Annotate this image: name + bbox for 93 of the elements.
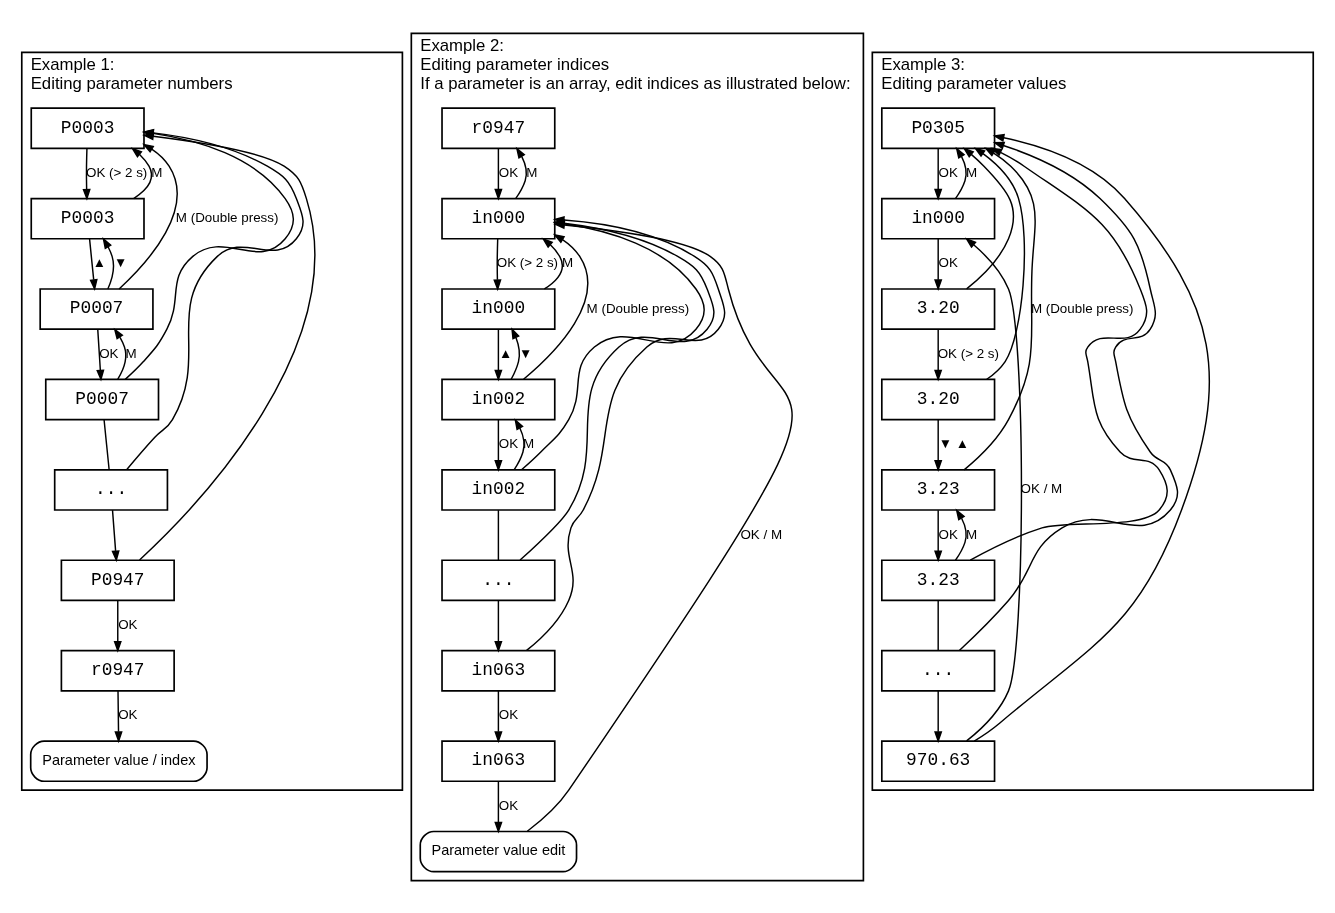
node-box: P0947 (60, 558, 175, 601)
arrow (541, 237, 564, 290)
edge-label: OK (498, 797, 519, 813)
node-box: ... (880, 649, 996, 692)
arrow (934, 418, 943, 472)
edge-label: OK (938, 254, 958, 270)
node-box: in063 (441, 739, 556, 782)
connector (937, 599, 939, 651)
connector (103, 418, 110, 470)
arrow (934, 147, 943, 201)
arrow (494, 328, 503, 381)
edge-label: OK (498, 164, 519, 180)
node-box: 970.63 (880, 739, 996, 782)
edge-label: M (Double press) (175, 209, 279, 225)
node-box: r0947 (60, 649, 175, 692)
arrow (113, 327, 127, 380)
edge-label: OK / M (740, 526, 783, 542)
arrow (963, 146, 1036, 471)
node-box: P0305 (880, 106, 996, 149)
arrow (958, 141, 1179, 651)
arrow (493, 237, 502, 291)
arrow (114, 689, 123, 743)
edge-label: ▼ (519, 345, 533, 361)
node-box: Parameter value / index (29, 739, 208, 782)
edge-label: M (Double press) (586, 300, 690, 316)
edge-label: ▲ (499, 345, 513, 361)
arrow (514, 146, 528, 199)
node-box: in000 (880, 197, 996, 240)
arrow (494, 780, 503, 834)
arrow (934, 689, 943, 743)
arrow (934, 508, 943, 562)
arrow (138, 131, 315, 561)
arrow (510, 326, 521, 380)
node-box: r0947 (441, 106, 556, 149)
edge-label: M (Double press) (1030, 300, 1134, 316)
arrow (96, 328, 105, 381)
node-box: 3.20 (880, 378, 996, 420)
node-box: P0007 (39, 287, 154, 330)
arrow (494, 689, 503, 743)
arrow (113, 599, 122, 653)
arrow (962, 146, 1015, 290)
arrow (111, 508, 120, 562)
edge-label: OK (118, 616, 138, 632)
arrow (494, 599, 503, 653)
arrow (494, 147, 503, 201)
node-box: ... (53, 468, 169, 511)
arrow (934, 328, 943, 381)
edge-label: OK (> 2 s) (85, 164, 148, 180)
edge-label: OK (938, 164, 958, 180)
edge-label: M (151, 164, 163, 180)
arrow (88, 237, 98, 291)
node-box: 3.20 (880, 287, 996, 330)
node-box: 3.23 (880, 558, 996, 601)
arrow (973, 133, 1210, 742)
node-box: in000 (441, 287, 556, 330)
node-box: P0003 (30, 106, 145, 149)
node-box: in002 (441, 468, 556, 511)
edge-label: ▼ ▲ (938, 435, 969, 451)
edge-label: OK (99, 345, 119, 361)
edge-label: M (562, 254, 574, 270)
edge-label: OK (498, 435, 519, 451)
edge-label: OK (938, 526, 958, 542)
node-box: ... (441, 558, 556, 601)
edge-label: OK (498, 706, 519, 722)
arrow (522, 233, 589, 380)
edge-label: M (125, 345, 137, 361)
arrow (973, 146, 1026, 380)
edge-label: M (966, 164, 978, 180)
arrow (118, 142, 178, 290)
arrow (964, 237, 1023, 742)
arrow (969, 147, 1168, 561)
node-box: in000 (441, 197, 556, 240)
edge-label: M (522, 435, 535, 451)
arrow (102, 236, 115, 290)
node-box: P0003 (30, 197, 145, 240)
edge-label: ▲ (92, 254, 106, 270)
arrow (954, 508, 967, 561)
node-box: in063 (441, 649, 556, 692)
edge-label: OK (118, 706, 138, 722)
connector (497, 508, 500, 561)
arrow (954, 146, 967, 199)
arrow (934, 237, 943, 291)
arrow (513, 417, 525, 470)
node-box: in002 (441, 378, 556, 420)
edge-label: M (966, 526, 978, 542)
node-box: Parameter value edit (419, 830, 578, 872)
node-box: P0007 (44, 378, 160, 420)
arrow (82, 147, 91, 201)
node-box: 3.23 (880, 468, 996, 511)
arrow (494, 418, 503, 472)
edge-label: M (526, 164, 538, 180)
edge-label: ▼ (113, 254, 128, 270)
arrow (130, 146, 153, 199)
